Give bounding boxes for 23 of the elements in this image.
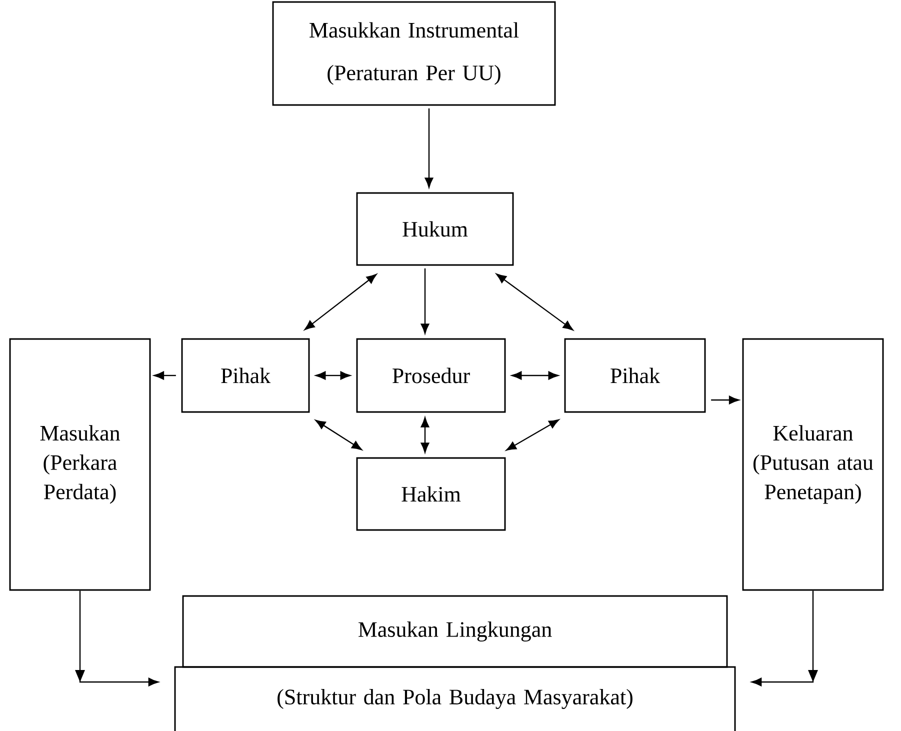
process-box: Hukum <box>356 192 514 266</box>
input-box: Masukan (Perkara Perdata) <box>9 338 151 591</box>
arrow <box>304 274 377 330</box>
environment-box: (Struktur dan Pola Budaya Masyarakat) <box>174 666 736 731</box>
arrow <box>420 417 430 453</box>
party-box: Pihak <box>181 338 310 413</box>
arrow <box>420 268 430 334</box>
arrow <box>751 590 818 686</box>
output-box: Keluaran (Putusan atau Penetapan) <box>742 338 884 591</box>
arrow <box>316 371 350 380</box>
arrow <box>315 420 362 450</box>
process-box: Prosedur <box>356 338 506 413</box>
arrow <box>496 274 574 330</box>
party-box: Pihak <box>564 338 706 413</box>
arrow <box>512 371 558 380</box>
arrow <box>424 108 434 188</box>
process-box: Hakim <box>356 457 506 531</box>
arrow <box>711 396 740 404</box>
input-box: Masukkan Instrumental (Peraturan Per UU) <box>272 1 556 106</box>
arrow <box>75 590 159 686</box>
arrow <box>154 371 176 380</box>
arrow <box>506 419 560 451</box>
environment-box: Masukan Lingkungan <box>182 595 728 668</box>
